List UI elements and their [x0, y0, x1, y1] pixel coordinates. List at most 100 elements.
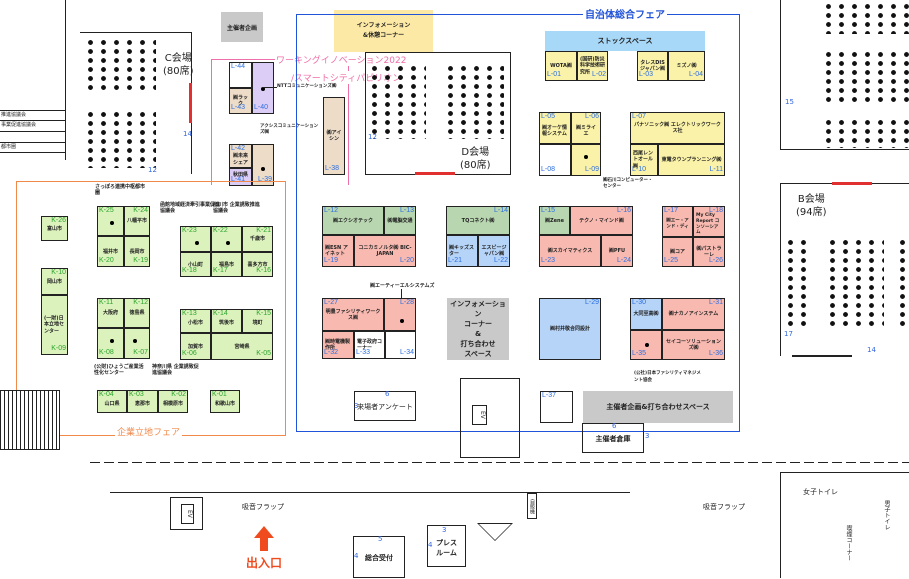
booth-L-05[interactable]: L-05㈱オーケ情報システム	[539, 112, 571, 144]
booth-K-07[interactable]: K-07	[124, 328, 150, 359]
booth-L-31[interactable]: L-31㈱ナカノアインステム	[662, 298, 725, 330]
left-list-item: 推進協議会	[0, 110, 66, 121]
stock-space: ストックスペース	[545, 31, 705, 51]
booth-K-08[interactable]: K-08	[97, 328, 124, 359]
callout-label: ㈱石川コンピューター・センター	[603, 178, 653, 189]
callout-label: さっぽろ連携中枢都市圏	[95, 184, 146, 196]
hall-b-name: B会場(94席)	[796, 194, 827, 218]
callout-label: NTTコミュニケーションズ㈱	[277, 84, 337, 89]
booth-L-11[interactable]: 東電タウンプランニング㈱L-11	[658, 144, 725, 176]
vending-machine: 自販機	[527, 493, 537, 519]
capacity-number: 17	[784, 330, 793, 338]
booth-L-40[interactable]: L-40	[252, 62, 274, 114]
callout-label: 旭川市 企業誘致推進協議会	[213, 202, 260, 214]
sound-flap-label: 吸音フラップ	[703, 503, 745, 511]
booth-L-09[interactable]: L-09	[571, 144, 601, 176]
booth-L-03[interactable]: タレスDISジャパン㈱L-03	[637, 51, 668, 81]
hall-c-name: C会場(80席)	[163, 53, 194, 77]
booth-L-17[interactable]: L-17㈱エー・アンド・ディ	[662, 206, 693, 237]
booth-L-08[interactable]: L-08	[539, 144, 571, 176]
booth-K-22[interactable]: K-22	[211, 226, 242, 252]
capacity-number: 12	[368, 133, 377, 141]
smoking-corner: 喫煙コーナー	[845, 525, 852, 561]
callout-label: (公財)ひょうご産業活性化センター	[94, 364, 144, 376]
womens-toilet: 女子トイレ	[803, 488, 838, 496]
dimension-number: 4	[428, 541, 433, 549]
booth-K-25[interactable]: K-25	[97, 206, 124, 236]
seat-grid	[368, 64, 426, 139]
callout-label: アクシスコミュニケーションズ㈱	[260, 124, 319, 135]
booth-L-37[interactable]: L-37	[540, 391, 573, 423]
booth-L-04[interactable]: ミズノ㈱L-04	[668, 51, 705, 81]
capacity-number: 14	[183, 130, 192, 138]
entrance-arrow-icon	[254, 526, 274, 538]
booth-L-34[interactable]: L-34	[385, 331, 416, 359]
dimension-number: 6	[612, 422, 617, 430]
organizer-project-area: 主催者企画	[221, 12, 263, 42]
seat-grid	[84, 110, 156, 168]
booth-L-22[interactable]: エスビージャパン㈱L-22	[478, 235, 510, 267]
booth-L-13[interactable]: L-13㈱電脳交通	[384, 206, 416, 235]
survey-area: 来場者アンケート	[354, 391, 416, 421]
booth-L-42[interactable]: L-42㈱未来シェア	[229, 144, 252, 168]
booth-L-10[interactable]: 西尾レントオール㈱L-10	[630, 144, 658, 176]
booth-L-39[interactable]: L-39	[252, 144, 274, 186]
booth-L-06[interactable]: L-06㈱ミライエ	[571, 112, 601, 144]
booth-L-35[interactable]: L-35	[630, 330, 662, 360]
mens-toilet: 男子トイレ	[883, 500, 890, 530]
left-list-item: 事業促進協議会	[0, 121, 66, 132]
booth-L-29[interactable]: L-29㈱村井敬合同設計	[539, 298, 601, 360]
booth-K-23[interactable]: K-23	[180, 226, 211, 252]
booth-L-12[interactable]: L-12㈱エクシオテック	[322, 206, 384, 235]
dimension-number: 3	[354, 402, 359, 410]
booth-L-36[interactable]: セイコーソリューションズ㈱L-36	[662, 330, 725, 360]
screen-bar	[832, 182, 872, 185]
booth-L-28[interactable]: L-28	[384, 298, 416, 331]
dimension-number: 5	[378, 535, 383, 543]
booth-L-15[interactable]: L-15㈱Zene	[539, 206, 570, 235]
booth-L-44[interactable]: L-44	[229, 62, 252, 88]
booth-L-01[interactable]: WOTA㈱L-01	[545, 51, 577, 81]
screen-bar	[189, 83, 192, 123]
info-rest-area: インフォメーション&休憩コーナー	[334, 10, 433, 52]
